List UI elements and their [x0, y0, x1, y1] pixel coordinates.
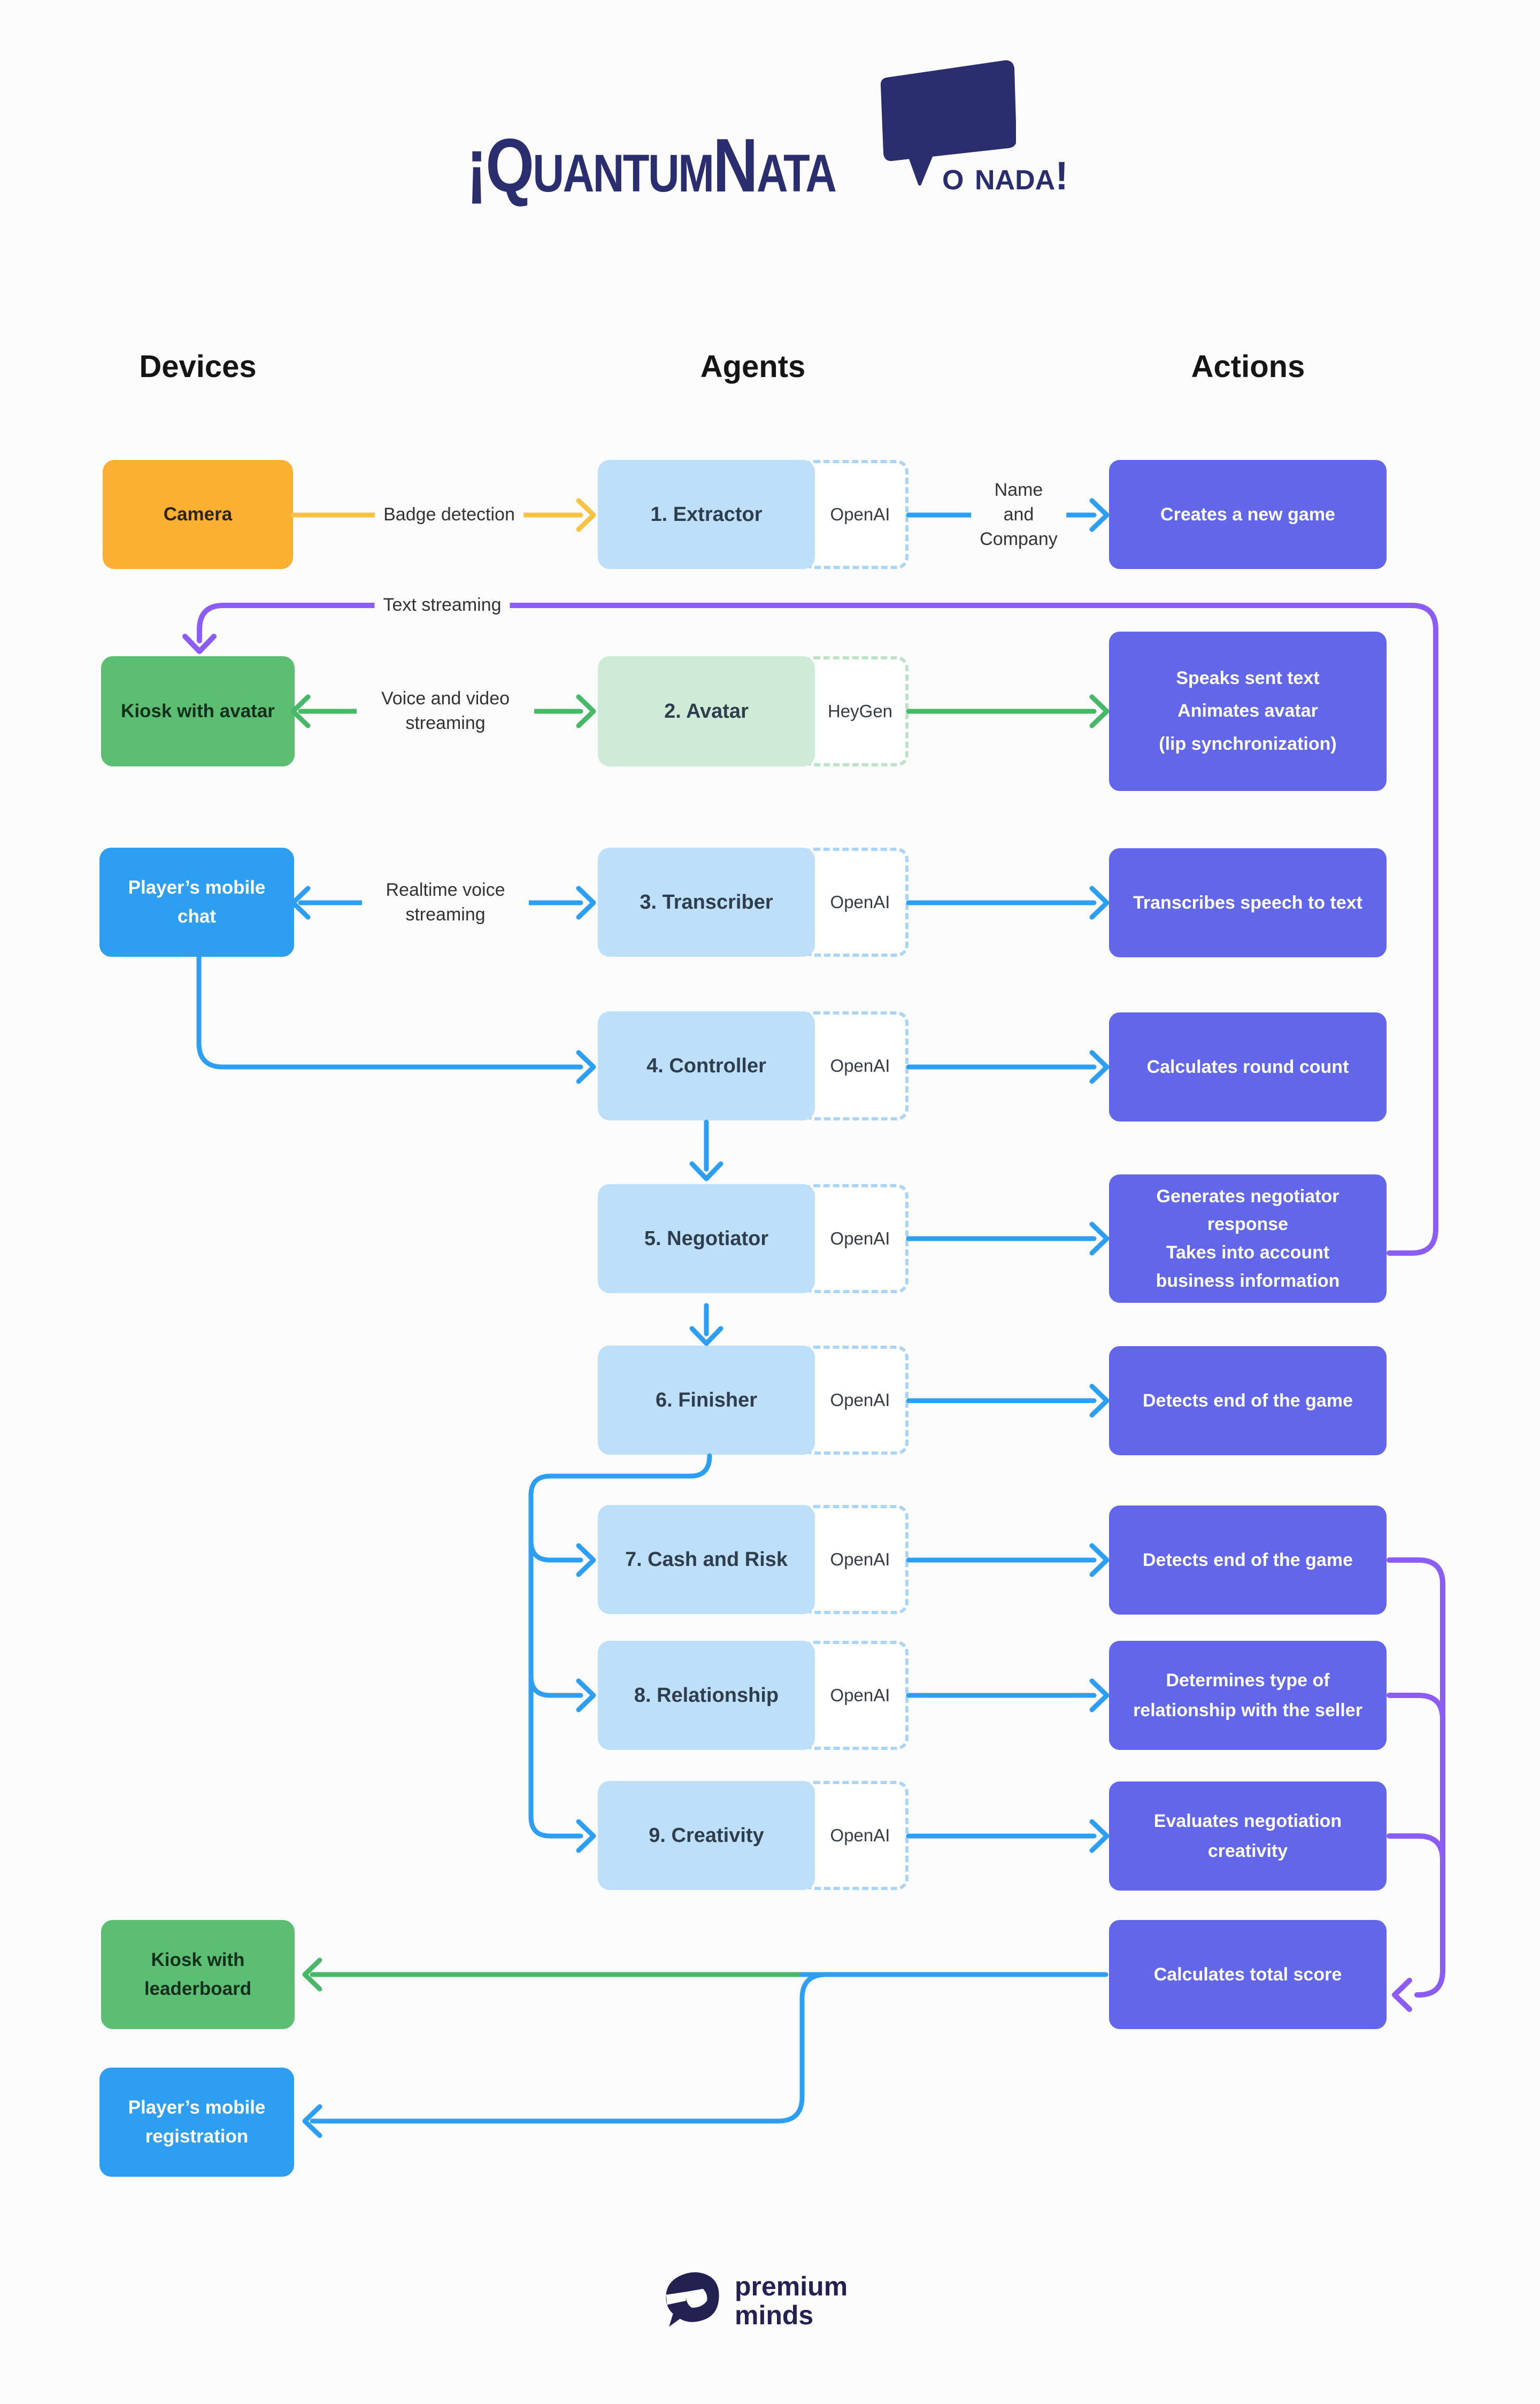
- provider-label: OpenAI: [830, 1549, 890, 1569]
- action-line: Speaks sent text: [1176, 668, 1320, 689]
- action-box-detects-end-6: Detects end of the game: [1109, 1346, 1387, 1455]
- footer-brand-line: minds: [735, 2300, 814, 2330]
- provider-label: OpenAI: [830, 892, 890, 912]
- provider-box-heygen: HeyGen: [802, 656, 908, 766]
- footer-brand-text: premium minds: [735, 2272, 848, 2330]
- agent-box-controller: 4. Controller: [598, 1011, 815, 1120]
- device-box-mobile-chat: Player’s mobile chat: [99, 848, 294, 957]
- agent-box-negotiator: 5. Negotiator: [598, 1184, 815, 1293]
- action-box-detects-end-7: Detects end of the game: [1109, 1506, 1387, 1615]
- agent-label: 7. Cash and Risk: [625, 1548, 788, 1571]
- action-box-transcribes: Transcribes speech to text: [1109, 848, 1387, 957]
- device-box-camera: Camera: [103, 460, 293, 569]
- device-label: Player’s mobile chat: [128, 877, 266, 927]
- agent-label: 4. Controller: [646, 1054, 766, 1077]
- agent-box-creativity: 9. Creativity: [598, 1781, 815, 1890]
- device-label: Player’s mobile registration: [128, 2096, 266, 2147]
- action-line: Animates avatar: [1177, 701, 1318, 721]
- provider-label: OpenAI: [830, 1228, 890, 1248]
- edge-label-realtime-voice: Realtime voice streaming: [362, 875, 529, 931]
- agent-label: 6. Finisher: [655, 1388, 758, 1411]
- provider-label: HeyGen: [827, 701, 893, 721]
- agent-label: 1. Extractor: [650, 503, 763, 526]
- footer-brand-line: premium: [735, 2271, 848, 2301]
- edge-label-line: Company: [980, 528, 1058, 549]
- agent-label: 2. Avatar: [664, 700, 749, 723]
- edge-label-text-streaming: Text streaming: [374, 590, 510, 621]
- agent-box-transcriber: 3. Transcriber: [598, 848, 815, 957]
- column-header-devices: Devices: [139, 349, 257, 384]
- agent-label: 9. Creativity: [649, 1824, 764, 1847]
- agent-box-avatar: 2. Avatar: [598, 656, 815, 766]
- action-line: Creates a new game: [1160, 504, 1335, 525]
- provider-label: OpenAI: [830, 504, 890, 524]
- device-box-kiosk-avatar: Kiosk with avatar: [101, 656, 295, 766]
- device-box-kiosk-leaderboard: Kiosk with leaderboard: [101, 1920, 295, 2029]
- action-line: Detects end of the game: [1143, 1549, 1353, 1570]
- provider-label: OpenAI: [830, 1056, 890, 1076]
- action-line: (lip synchronization): [1159, 733, 1337, 754]
- premium-minds-logo-icon: [666, 2272, 719, 2327]
- device-label: Kiosk with avatar: [121, 700, 275, 721]
- speech-bubble-icon: [880, 60, 1016, 186]
- action-line: Calculates round count: [1146, 1056, 1349, 1077]
- edge-label-voice-video: Voice and video streaming: [357, 683, 534, 739]
- action-line: Calculates total score: [1153, 1964, 1342, 1985]
- device-box-mobile-registration: Player’s mobile registration: [99, 2068, 294, 2177]
- edge-label-line: and: [1003, 504, 1034, 525]
- logo-wordmark: ¡QuantumNata: [466, 123, 837, 208]
- logo-tagline: o nada!: [942, 153, 1068, 198]
- action-line: Transcribes speech to text: [1133, 892, 1362, 913]
- agent-box-cash-risk: 7. Cash and Risk: [598, 1505, 815, 1614]
- column-header-agents: Agents: [700, 349, 806, 384]
- action-box-round-count: Calculates round count: [1109, 1012, 1387, 1122]
- device-label: Kiosk with leaderboard: [144, 1949, 252, 1999]
- action-line: Takes into account business information: [1156, 1242, 1340, 1291]
- provider-box-openai-6: OpenAI: [802, 1346, 908, 1455]
- device-label: Camera: [163, 503, 233, 525]
- action-box-relationship-type: Determines type of relationship with the…: [1109, 1641, 1387, 1750]
- action-line: Determines type of relationship with the…: [1133, 1670, 1362, 1721]
- agent-label: 5. Negotiator: [644, 1227, 769, 1250]
- provider-label: OpenAI: [830, 1390, 890, 1410]
- edges-purple: [182, 603, 1445, 2012]
- edge-label-line: Name: [994, 480, 1043, 501]
- agent-box-relationship: 8. Relationship: [598, 1641, 815, 1750]
- action-box-creates-game: Creates a new game: [1109, 460, 1387, 569]
- edges-blue: [196, 498, 1110, 2138]
- agent-box-finisher: 6. Finisher: [598, 1346, 815, 1455]
- action-box-negotiator-response: Generates negotiator response Takes into…: [1109, 1174, 1387, 1303]
- agent-label: 3. Transcriber: [640, 890, 773, 913]
- edge-label-name-company: Name and Company: [971, 475, 1066, 555]
- agent-label: 8. Relationship: [634, 1684, 779, 1707]
- action-box-creativity-eval: Evaluates negotiation creativity: [1109, 1781, 1387, 1891]
- action-box-speaks-text: Speaks sent text Animates avatar (lip sy…: [1109, 632, 1387, 791]
- action-line: Detects end of the game: [1143, 1390, 1353, 1411]
- edge-label-badge-detection: Badge detection: [375, 500, 523, 531]
- agent-box-extractor: 1. Extractor: [598, 460, 815, 569]
- provider-label: OpenAI: [830, 1825, 890, 1845]
- footer-brand: premium minds: [663, 2263, 848, 2338]
- column-header-actions: Actions: [1191, 349, 1305, 384]
- action-box-total-score: Calculates total score: [1109, 1920, 1387, 2029]
- provider-box-openai-4: OpenAI: [802, 1011, 908, 1120]
- provider-label: OpenAI: [830, 1685, 890, 1705]
- action-line: Evaluates negotiation creativity: [1153, 1810, 1342, 1861]
- action-line: Generates negotiator response: [1156, 1186, 1339, 1235]
